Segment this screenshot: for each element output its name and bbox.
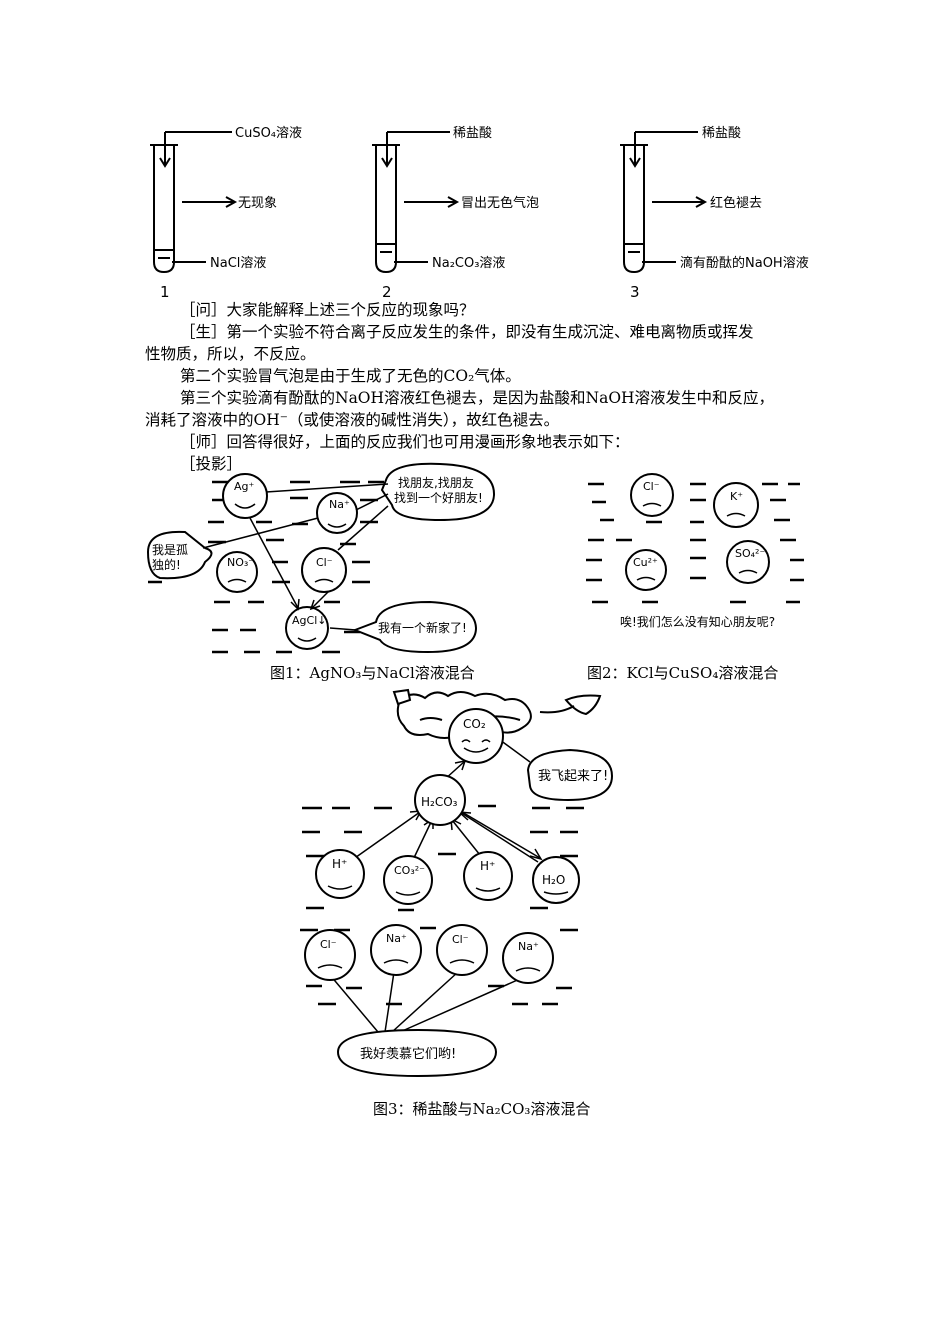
- student-line-1: ［生］第一个实验不符合离子反应发生的条件，即没有生成沉淀、难电离物质或挥发: [180, 323, 754, 341]
- fig1-bubble2-line1: 我是孤: [152, 543, 188, 557]
- fig1-ag-ion: Ag⁺: [234, 480, 255, 493]
- fig3-h-ion-1: H⁺: [332, 857, 347, 871]
- figure-1-cartoon: Ag⁺ Na⁺ NO₃⁻ Cl⁻ AgCl↓ 找朋友,找朋友 找到一个好朋友! …: [146, 462, 496, 654]
- fig2-so4-ion: SO₄²⁻: [735, 547, 765, 560]
- student-line-2: 性物质，所以，不反应。: [145, 345, 316, 363]
- fig1-na-ion: Na⁺: [329, 498, 350, 511]
- fig2-cl-ion: Cl⁻: [643, 480, 660, 493]
- fig1-bubble1-line2: 找到一个好朋友!: [394, 491, 483, 505]
- tube1-top-label: CuSO₄溶液: [235, 126, 302, 141]
- fig1-cl-ion: Cl⁻: [316, 556, 333, 569]
- tube2-mid-label: 冒出无色气泡: [461, 195, 539, 211]
- tube3-top-label: 稀盐酸: [702, 126, 741, 141]
- figure-3-cartoon: CO₂ H₂CO₃ H⁺ CO₃²⁻ H⁺ H₂O Cl⁻ Na⁺ Cl⁻ Na…: [300, 688, 614, 1078]
- question-line: ［问］大家能解释上述三个反应的现象吗？: [180, 301, 475, 319]
- fig1-bubble3: 我有一个新家了!: [378, 620, 467, 635]
- teacher-line: ［师］回答得很好，上面的反应我们也可用漫画形象地表示如下：: [180, 433, 630, 451]
- fig1-agcl: AgCl↓: [292, 614, 326, 627]
- fig3-cl-ion-1: Cl⁻: [320, 938, 337, 951]
- fig3-na-ion-2: Na⁺: [518, 940, 539, 953]
- fig3-cl-ion-2: Cl⁻: [452, 933, 469, 946]
- tube1-number: 1: [160, 283, 170, 301]
- tube3-mid-label: 红色褪去: [710, 195, 762, 211]
- fig1-bubble2-line2: 独的!: [152, 557, 181, 572]
- fig3-h-ion-2: H⁺: [480, 859, 495, 873]
- figure-2-cartoon: Cl⁻ K⁺ Cu²⁺ SO₄²⁻ 唉!我们怎么没有知心朋友呢?: [586, 473, 804, 629]
- student-line-4: 第三个实验滴有酚酞的NaOH溶液红色褪去，是因为盐酸和NaOH溶液发生中和反应，: [180, 389, 775, 407]
- fig3-envy-text: 我好羡慕它们哟!: [360, 1046, 456, 1062]
- student-line-3: 第二个实验冒气泡是由于生成了无色的CO₂气体。: [180, 367, 521, 385]
- tube1-bottom-label: NaCl溶液: [210, 256, 266, 271]
- tube2-top-label: 稀盐酸: [453, 126, 492, 141]
- fig1-bubble1-line1: 找朋友,找朋友: [398, 476, 474, 490]
- fig2-k-ion: K⁺: [730, 490, 743, 503]
- figure-2-caption: 图2：KCl与CuSO₄溶液混合: [587, 664, 779, 682]
- fig2-sigh-text: 唉!我们怎么没有知心朋友呢?: [620, 614, 775, 629]
- fig3-na-ion-1: Na⁺: [386, 932, 407, 945]
- tube2-number: 2: [382, 283, 392, 301]
- figure-1-caption: 图1：AgNO₃与NaCl溶液混合: [270, 664, 475, 682]
- fig2-cu-ion: Cu²⁺: [633, 556, 658, 569]
- student-line-5: 消耗了溶液中的OH⁻（或使溶液的碱性消失），故红色褪去。: [145, 411, 560, 429]
- figure-3-caption: 图3：稀盐酸与Na₂CO₃溶液混合: [373, 1100, 591, 1118]
- test-tube-diagram: CuSO₄溶液 无现象 NaCl溶液 1 稀盐酸 冒出无色气泡 Na₂CO₃溶液…: [150, 126, 809, 301]
- fig3-co3-ion: CO₃²⁻: [394, 864, 425, 877]
- fig3-h2o: H₂O: [542, 873, 565, 887]
- tube2-bottom-label: Na₂CO₃溶液: [432, 256, 505, 271]
- fig3-fly-text: 我飞起来了!: [538, 769, 608, 784]
- tube1-mid-label: 无现象: [238, 196, 277, 211]
- fig1-no3-ion: NO₃⁻: [227, 556, 254, 569]
- tube3-bottom-label: 滴有酚酞的NaOH溶液: [680, 255, 809, 271]
- projection-line: ［投影］: [180, 455, 243, 473]
- fig3-co2: CO₂: [463, 717, 486, 731]
- tube3-number: 3: [630, 283, 640, 301]
- fig3-h2co3: H₂CO₃: [421, 795, 458, 809]
